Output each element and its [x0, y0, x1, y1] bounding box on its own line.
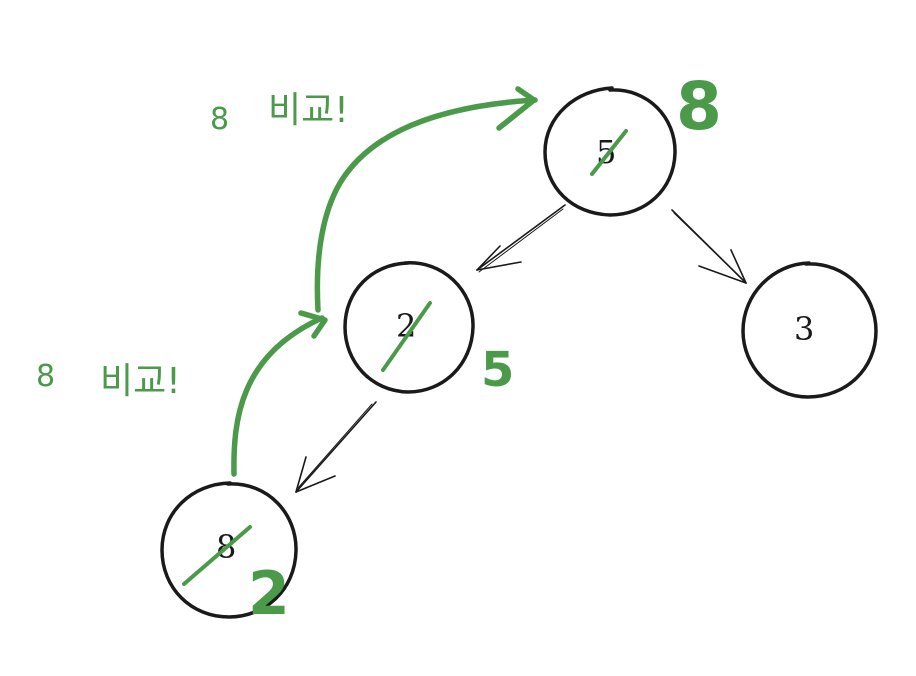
node-original-value: 3: [794, 310, 814, 348]
annotation-left: 8 비교!: [36, 359, 181, 402]
strikethrough-mark: [590, 129, 628, 176]
tree-node-bottom-left: 8 2: [160, 481, 298, 629]
node-circle: [741, 261, 878, 399]
edge-root-to-right: [671, 209, 747, 284]
edge-root-to-left: [476, 204, 566, 273]
node-original-value: 2: [396, 307, 416, 345]
annotation-left-number: 8: [36, 359, 55, 394]
annotation-top-number: 8: [210, 102, 229, 137]
node-circle: [543, 86, 677, 217]
strikethrough-mark: [381, 301, 432, 372]
node-replacement-value: 2: [248, 559, 290, 629]
node-replacement-value: 5: [481, 342, 514, 398]
strikethrough-mark: [182, 525, 252, 586]
node-circle: [343, 261, 475, 394]
node-replacement-value: 8: [676, 68, 722, 145]
tree-node-left-child: 2 5: [343, 261, 514, 398]
annotation-top-text: 비교!: [268, 90, 349, 131]
node-circle: [160, 481, 298, 619]
tree-node-right-child: 3: [741, 261, 878, 399]
tree-node-root: 5 8: [543, 68, 722, 217]
swap-arrow-upper: [314, 86, 538, 313]
annotation-left-text: 비교!: [100, 361, 181, 402]
swap-arrow-lower: [231, 310, 328, 477]
annotation-top: 8 비교!: [210, 90, 349, 137]
edge-left-to-bottom: [295, 401, 377, 493]
